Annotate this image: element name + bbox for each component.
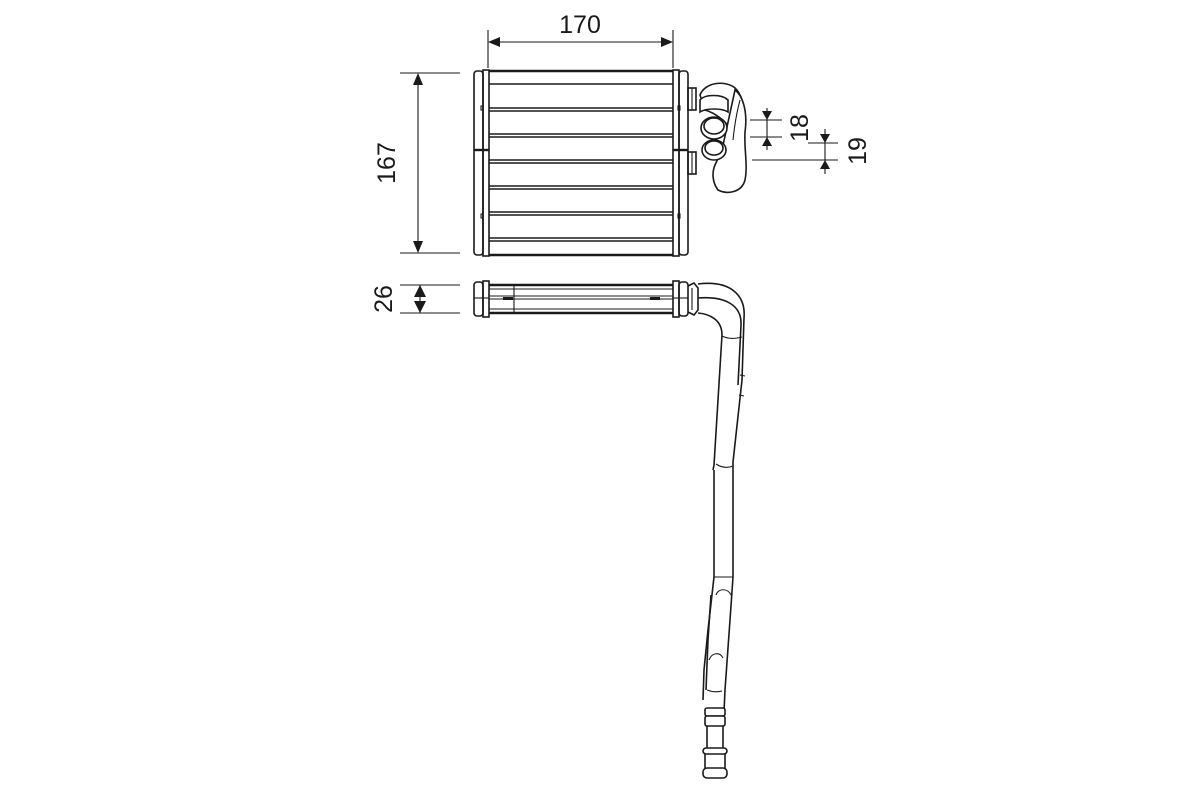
dimension-depth: 26 [370,284,460,314]
coolant-pipe [697,282,746,779]
dimension-depth-label: 26 [370,285,398,313]
dimension-height: 167 [373,72,460,254]
dimension-pipe-18: 18 [750,108,814,150]
heater-core-top-view [473,280,746,779]
heater-core-front-view [473,69,747,257]
dimension-height-label: 167 [373,142,401,184]
dimension-width: 170 [487,11,674,68]
dimension-pipe-19: 19 [752,129,872,174]
dimension-pipe-18-label: 18 [786,114,814,142]
core-tubes [489,83,673,242]
dimension-pipe-19-label: 19 [844,137,872,165]
dimension-width-label: 170 [559,11,601,39]
pipe-connectors [687,82,747,194]
